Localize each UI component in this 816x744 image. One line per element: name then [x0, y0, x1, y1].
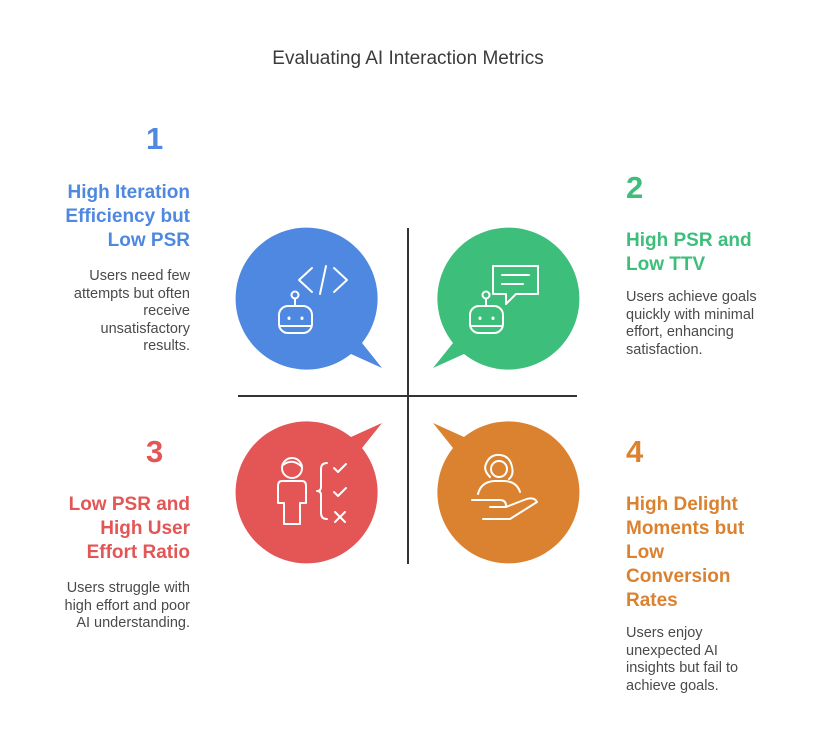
- person-hand-icon: [471, 453, 538, 520]
- quadrant-2-description: Users achieve goals quickly with minimal…: [626, 289, 757, 358]
- quadrant-1-bubble: [235, 227, 382, 370]
- quadrant-3-number: 3: [146, 434, 164, 469]
- quadrant-3-description: Users struggle with high effort and poor…: [64, 580, 191, 631]
- quadrant-4-description: Users enjoy unexpected AI insights but f…: [626, 625, 739, 694]
- code-robot-icon: [278, 265, 348, 334]
- quadrant-3-heading: Low PSR and High User Effort Ratio: [68, 494, 190, 563]
- quadrant-1-number: 1: [146, 121, 164, 156]
- page-title: Evaluating AI Interaction Metrics: [272, 48, 544, 69]
- quadrant-1-heading: High Iteration Efficiency but Low PSR: [65, 182, 190, 251]
- person-checklist-icon: [277, 457, 347, 525]
- quadrant-3-bubble: [235, 421, 382, 564]
- quadrant-2-bubble: [433, 227, 580, 370]
- quadrant-2-heading: High PSR and Low TTV: [626, 230, 752, 275]
- quadrant-4-heading: High Delight Moments but Low Conversion …: [626, 494, 745, 611]
- chat-robot-icon: [469, 265, 539, 334]
- quadrant-4-number: 4: [626, 434, 644, 469]
- quadrant-1-description: Users need few attempts but often receiv…: [73, 268, 190, 354]
- quadrant-2-number: 2: [626, 170, 644, 205]
- quadrant-4-bubble: [433, 421, 580, 564]
